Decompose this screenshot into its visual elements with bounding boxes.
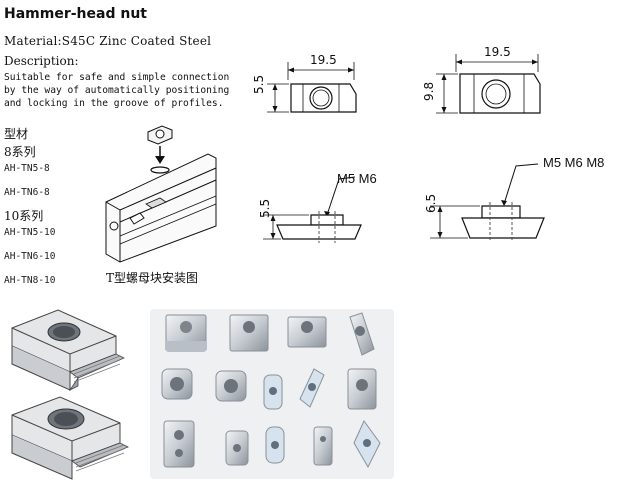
nut-item [265, 426, 285, 464]
arrow-down-icon [155, 146, 165, 164]
small-width-dimension: 19.5 [310, 53, 337, 67]
installation-caption: T型螺母块安装图 [106, 271, 199, 285]
description-line: Suitable for safe and simple connection [4, 72, 230, 83]
small-thread-label: M5 M6 [337, 171, 377, 186]
nut-sketch-icon [147, 125, 173, 145]
description-line: by the way of automatically positioning [4, 85, 230, 96]
large-side-height-dimension: 6.5 [424, 193, 438, 213]
nuts-photo-illustration [161, 312, 381, 469]
nut-item [287, 316, 327, 348]
series-10-label: 10系列 [4, 209, 44, 223]
part-code: AH-TN5-10 [4, 227, 56, 238]
large-nut-top-view [436, 54, 541, 114]
nut-item [313, 426, 333, 466]
nut-item [225, 430, 249, 466]
nut-item [353, 420, 381, 469]
large-nut-side-view [430, 163, 545, 242]
product-title: Hammer-head nut [4, 6, 147, 22]
nut-item [263, 374, 283, 410]
catalog-heading: 型材 [4, 127, 29, 141]
part-code: AH-TN6-10 [4, 251, 56, 262]
nut-item [165, 314, 207, 352]
small-side-height-dimension: 5.5 [258, 198, 272, 218]
part-code: AH-TN6-8 [4, 187, 50, 198]
hammer-nut-render-top [11, 309, 125, 392]
part-code: AH-TN8-10 [4, 275, 56, 286]
large-height-dimension: 9.8 [422, 81, 436, 101]
small-nut-side-view [263, 176, 362, 243]
large-width-dimension: 19.5 [484, 45, 511, 59]
material-line: Material:S45C Zinc Coated Steel [4, 34, 212, 48]
nut-item [215, 370, 247, 402]
hammer-nut-render-bottom [11, 396, 129, 480]
nut-item [299, 368, 325, 408]
description-text: Suitable for safe and simple connection … [4, 71, 229, 110]
part-code: AH-TN5-8 [4, 163, 50, 174]
description-heading: Description: [4, 54, 79, 68]
small-height-dimension: 5.5 [252, 74, 266, 94]
rotation-arrow-icon [150, 166, 170, 174]
nut-item [161, 368, 193, 400]
description-line: and locking in the groove of profiles. [4, 98, 224, 109]
nut-item [163, 420, 195, 468]
nut-item [229, 314, 269, 352]
nut-item [349, 312, 375, 356]
small-nut-top-view [267, 62, 357, 113]
installation-drawing [105, 125, 217, 263]
series-8-label: 8系列 [4, 145, 36, 159]
nut-item [347, 368, 377, 410]
profile-sketch [105, 153, 217, 263]
nuts-photo [150, 309, 394, 479]
large-thread-label: M5 M6 M8 [543, 155, 605, 170]
